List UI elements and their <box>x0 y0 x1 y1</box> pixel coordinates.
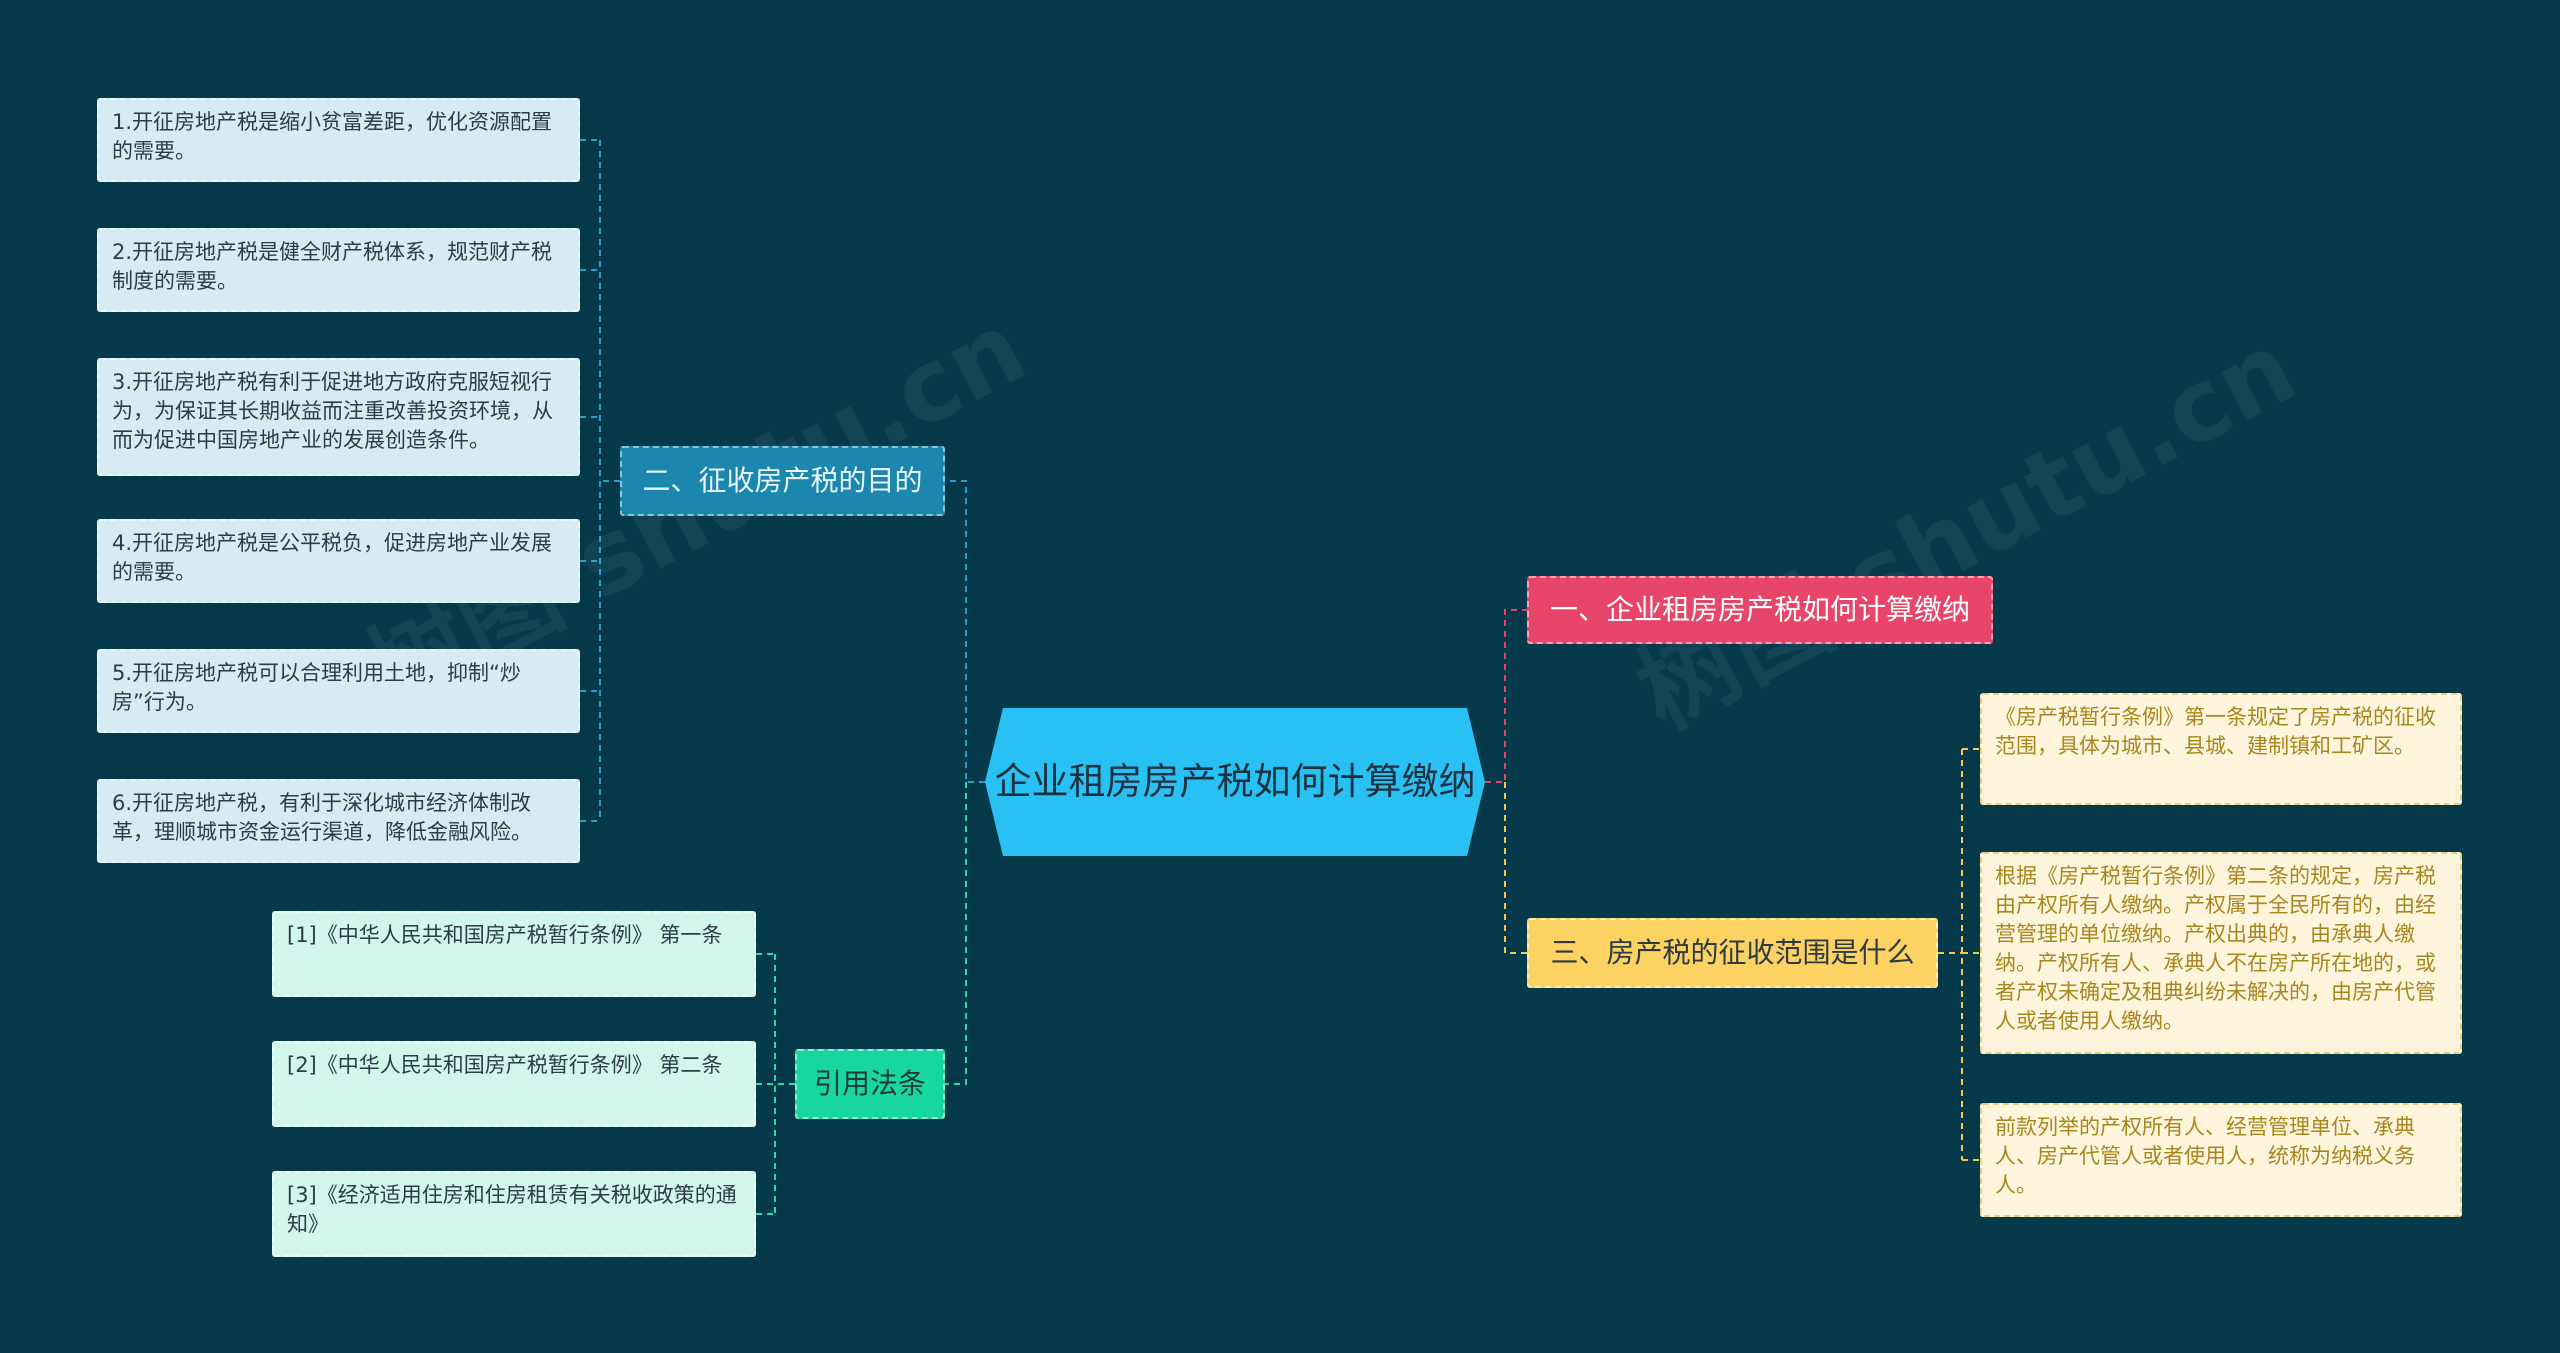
law-item-text: [2]《中华人民共和国房产税暂行条例》 第二条 <box>287 1053 723 1077</box>
scope-item[interactable]: 《房产税暂行条例》第一条规定了房产税的征收范围，具体为城市、县城、建制镇和工矿区… <box>1980 693 2462 805</box>
purpose-item[interactable]: 1.开征房地产税是缩小贫富差距，优化资源配置的需要。 <box>97 98 580 182</box>
branch-law[interactable]: 引用法条 <box>795 1049 945 1119</box>
branch-scope-label: 三、房产税的征收范围是什么 <box>1550 936 1915 969</box>
purpose-item-text: 4.开征房地产税是公平税负，促进房地产业发展的需要。 <box>112 531 553 584</box>
purpose-item-text: 3.开征房地产税有利于促进地方政府克服短视行为，为保证其长期收益而注重改善投资环… <box>112 370 553 452</box>
scope-item-text: 根据《房产税暂行条例》第二条的规定，房产税由产权所有人缴纳。产权属于全民所有的，… <box>1995 864 2436 1033</box>
link-purpose-leaves <box>580 139 620 822</box>
scope-item-text: 《房产税暂行条例》第一条规定了房产税的征收范围，具体为城市、县城、建制镇和工矿区… <box>1995 705 2436 758</box>
purpose-item[interactable]: 3.开征房地产税有利于促进地方政府克服短视行为，为保证其长期收益而注重改善投资环… <box>97 358 580 476</box>
purpose-item[interactable]: 4.开征房地产税是公平税负，促进房地产业发展的需要。 <box>97 519 580 603</box>
branch-purpose-label: 二、征收房产税的目的 <box>642 464 923 497</box>
purpose-item[interactable]: 6.开征房地产税，有利于深化城市经济体制改革，理顺城市资金运行渠道，降低金融风险… <box>97 779 580 863</box>
purpose-item-text: 5.开征房地产税可以合理利用土地，抑制“炒房”行为。 <box>112 661 521 714</box>
branch-scope[interactable]: 三、房产税的征收范围是什么 <box>1527 918 1938 988</box>
law-item[interactable]: [2]《中华人民共和国房产税暂行条例》 第二条 <box>272 1041 756 1127</box>
link-scope-leaves <box>1938 748 1980 1161</box>
link-root-calc <box>1485 609 1527 783</box>
purpose-item-text: 2.开征房地产税是健全财产税体系，规范财产税制度的需要。 <box>112 240 553 293</box>
branch-calculation-label: 一、企业租房房产税如何计算缴纳 <box>1549 593 1970 626</box>
purpose-item-text: 6.开征房地产税，有利于深化城市经济体制改革，理顺城市资金运行渠道，降低金融风险… <box>112 791 532 844</box>
law-item[interactable]: [3]《经济适用住房和住房租赁有关税收政策的通知》 <box>272 1171 756 1257</box>
scope-item[interactable]: 根据《房产税暂行条例》第二条的规定，房产税由产权所有人缴纳。产权属于全民所有的，… <box>1980 852 2462 1054</box>
link-law-leaves <box>756 953 795 1215</box>
scope-item[interactable]: 前款列举的产权所有人、经营管理单位、承典人、房产代管人或者使用人，统称为纳税义务… <box>1980 1103 2462 1217</box>
law-item[interactable]: [1]《中华人民共和国房产税暂行条例》 第一条 <box>272 911 756 997</box>
branch-calculation[interactable]: 一、企业租房房产税如何计算缴纳 <box>1527 576 1993 644</box>
law-item-text: [3]《经济适用住房和住房租赁有关税收政策的通知》 <box>287 1183 737 1236</box>
root-topic[interactable]: 企业租房房产税如何计算缴纳 <box>985 708 1485 856</box>
law-item-text: [1]《中华人民共和国房产税暂行条例》 第一条 <box>287 923 723 947</box>
link-root-law <box>945 782 967 1085</box>
link-root-scope <box>1504 782 1527 954</box>
root-topic-label: 企业租房房产税如何计算缴纳 <box>994 760 1476 803</box>
scope-item-text: 前款列举的产权所有人、经营管理单位、承典人、房产代管人或者使用人，统称为纳税义务… <box>1995 1115 2415 1197</box>
purpose-item[interactable]: 5.开征房地产税可以合理利用土地，抑制“炒房”行为。 <box>97 649 580 733</box>
branch-purpose[interactable]: 二、征收房产税的目的 <box>620 446 945 516</box>
purpose-item[interactable]: 2.开征房地产税是健全财产税体系，规范财产税制度的需要。 <box>97 228 580 312</box>
branch-law-label: 引用法条 <box>813 1067 926 1100</box>
purpose-item-text: 1.开征房地产税是缩小贫富差距，优化资源配置的需要。 <box>112 110 553 163</box>
link-root-purpose <box>945 480 985 783</box>
